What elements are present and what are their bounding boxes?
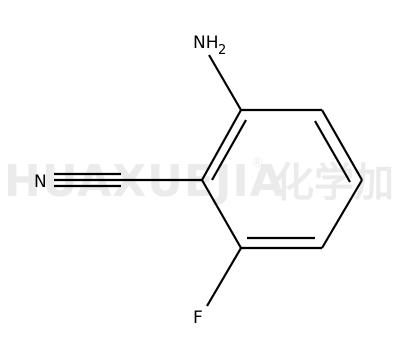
watermark-cjk-text: 化学加 xyxy=(274,160,394,206)
watermark: HUAXUEJIA ® 化学加 xyxy=(4,156,394,207)
ring-double-bond-inner-c2-c3 xyxy=(314,120,351,183)
nitrile-triple-bond xyxy=(54,172,121,188)
bond-c5-fluorine xyxy=(206,247,242,307)
ring-bond-c5-c6 xyxy=(201,179,242,249)
ring-double-bond-inner-c6-c1 xyxy=(211,119,247,181)
amino-subscript-text: 2 xyxy=(218,43,226,58)
ring-bond-c2-c3 xyxy=(321,109,363,181)
benzene-ring xyxy=(201,108,363,250)
amino-element-text: NH xyxy=(193,33,219,53)
ring-bond-c6-c1 xyxy=(201,109,242,181)
bond-c1-amino xyxy=(208,54,242,111)
ring-bond-c3-c4 xyxy=(321,179,363,249)
watermark-latin-text: HUAXUEJIA xyxy=(4,156,285,207)
watermark-registered-mark: ® xyxy=(251,156,264,171)
nitrile-nitrogen-label: N xyxy=(34,172,47,192)
amino-group-label: NH 2 xyxy=(193,33,226,58)
fluorine-label: F xyxy=(193,308,203,328)
